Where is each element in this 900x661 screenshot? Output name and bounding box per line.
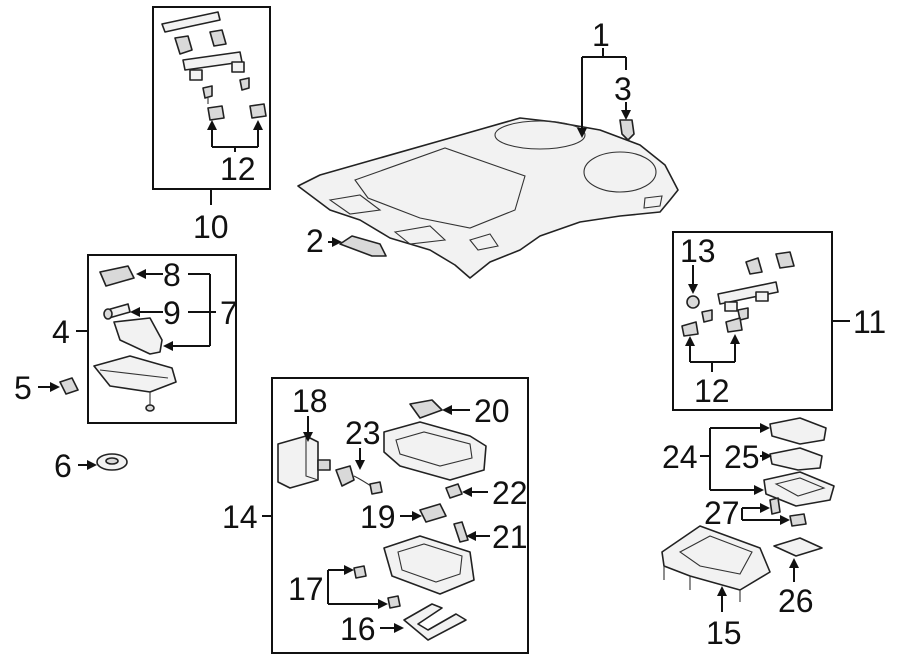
- callout-21: 21: [492, 519, 528, 555]
- callout-17: 17: [288, 571, 324, 607]
- callout-8: 8: [163, 257, 181, 293]
- callout-22: 22: [492, 475, 528, 511]
- callout-3: 3: [614, 71, 632, 107]
- callout-23: 23: [345, 415, 381, 451]
- callout-26: 26: [778, 583, 814, 619]
- callout-12-right: 12: [694, 373, 730, 409]
- callout-14: 14: [222, 499, 258, 535]
- box10-parts: [161, 11, 267, 121]
- part-6-cap: [96, 453, 128, 471]
- callout-4: 4: [52, 314, 70, 350]
- callout-16: 16: [340, 611, 376, 647]
- callout-13: 13: [680, 233, 716, 269]
- callout-2: 2: [306, 223, 324, 259]
- group-box-4: [87, 254, 237, 424]
- callout-25: 25: [724, 439, 760, 475]
- headliner: [297, 117, 679, 279]
- right-lower-parts: [661, 417, 835, 602]
- box11-parts: [681, 251, 795, 337]
- callout-9: 9: [163, 295, 181, 331]
- part-5-clip: [59, 377, 79, 395]
- callout-19: 19: [360, 499, 396, 535]
- part-2-bracket: [339, 235, 387, 257]
- callout-numbers: 1 3 2 10 12 8 9 7 4 5 6 18 20 23 22 19 2…: [14, 17, 886, 651]
- part-3-clip: [619, 119, 635, 141]
- callout-7: 7: [220, 295, 238, 331]
- callout-24: 24: [662, 439, 698, 475]
- callout-11: 11: [853, 304, 886, 340]
- callout-15: 15: [706, 615, 742, 651]
- callout-5: 5: [14, 370, 32, 406]
- callout-12-left: 12: [220, 151, 256, 187]
- callout-6: 6: [54, 448, 72, 484]
- callout-27: 27: [704, 495, 740, 531]
- callout-18: 18: [292, 383, 328, 419]
- callout-20: 20: [474, 393, 510, 429]
- callout-10: 10: [193, 209, 229, 245]
- callout-1: 1: [592, 17, 610, 53]
- box4-parts: [93, 265, 177, 412]
